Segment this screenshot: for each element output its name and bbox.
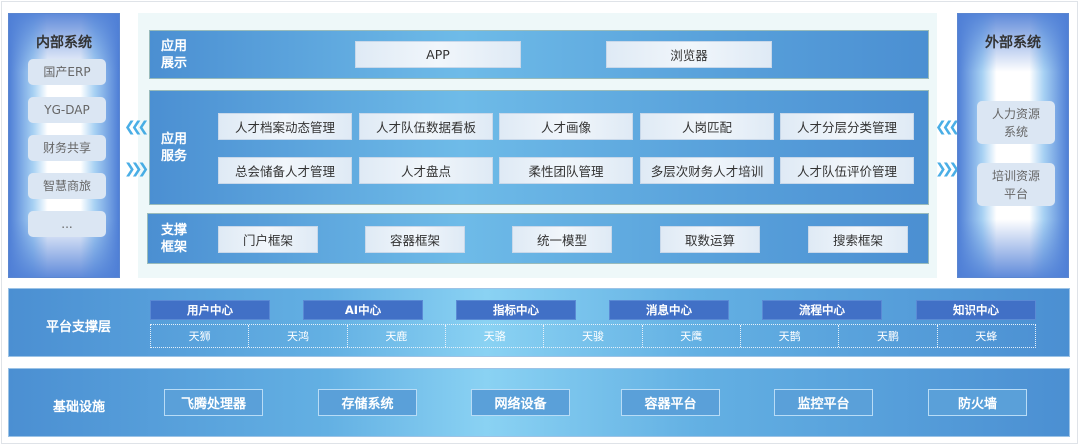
engine-item: 天蜂 [975,330,998,343]
engine-item: 天鹏 [839,325,938,347]
infra-item: 防火墙 [928,389,1027,416]
framework-item: 统一模型 [512,226,612,253]
framework-item: 搜索框架 [808,226,908,253]
framework-item: 容器框架 [365,226,465,253]
platform-layer-label: 平台支撑层 [46,320,112,335]
platform-layer-band: 平台支撑层 [8,288,1070,357]
service-item: 人才盘点 [359,157,493,184]
app-display-app: APP [355,41,521,68]
engine-item: 天鸿 [249,325,348,347]
arrow-left-icon: ❮❮❮ [124,119,149,135]
internal-item-finance: 财务共享 [28,135,106,161]
external-item-hr: 人力资源系统 [977,101,1055,144]
center-ai: AI中心 [303,300,423,320]
arrow-right-icon: ❯❯❯ [124,161,149,177]
engine-item: 天鹊 [741,325,840,347]
app-display-label: 应用展示 [161,39,188,71]
engine-item: 天骆 [446,325,545,347]
engine-row: 天狮 天鸿 天鹿 天骆 天骏 天鹰 天鹊 天鹏 天蜂 [150,324,1036,348]
center-workflow: 流程中心 [762,300,882,320]
internal-item-travel: 智慧商旅 [28,173,106,199]
center-message: 消息中心 [609,300,729,320]
external-systems-title: 外部系统 [985,35,1041,51]
infra-item: 监控平台 [774,389,873,416]
arrow-right-icon: ❯❯❯ [935,161,960,177]
external-systems-panel: 外部系统 人力资源系统 培训资源平台 [957,13,1069,278]
internal-item-ygdap: YG-DAP [28,97,106,123]
center-user: 用户中心 [150,300,270,320]
service-item: 人岗匹配 [640,113,774,140]
service-item: 人才队伍数据看板 [359,113,493,140]
service-item: 人才画像 [499,113,633,140]
engine-item: 天鹿 [348,325,446,347]
app-display-band: 应用展示 [149,30,929,79]
internal-item-more: ... [28,211,106,237]
engine-item: 天狮 [151,325,250,347]
center-metrics: 指标中心 [456,300,576,320]
internal-systems-panel: 内部系统 国产ERP YG-DAP 财务共享 智慧商旅 ... [8,13,120,278]
service-item: 人才队伍评价管理 [780,157,914,184]
center-knowledge: 知识中心 [916,300,1036,320]
service-item: 人才档案动态管理 [218,113,352,140]
framework-item: 取数运算 [660,226,760,253]
arrow-left-icon: ❮❮❮ [935,119,960,135]
infra-item: 存储系统 [318,389,417,416]
service-item: 柔性团队管理 [499,157,633,184]
infrastructure-label: 基础设施 [53,400,106,415]
app-service-band: 应用服务 [149,90,929,205]
external-item-training: 培训资源平台 [977,163,1055,206]
app-service-label: 应用服务 [161,132,188,164]
engine-item: 天鹰 [643,325,741,347]
infra-item: 网络设备 [471,389,570,416]
infra-item: 容器平台 [621,389,720,416]
service-item: 总会储备人才管理 [218,157,352,184]
internal-item-erp: 国产ERP [28,59,106,85]
service-item: 多层次财务人才培训 [640,157,774,184]
app-display-browser: 浏览器 [606,41,772,68]
internal-systems-title: 内部系统 [36,35,92,51]
infra-item: 飞腾处理器 [164,389,263,416]
service-item: 人才分层分类管理 [780,113,914,140]
framework-item: 门户框架 [218,226,318,253]
engine-item: 天骏 [544,325,643,347]
support-framework-label: 支撑框架 [161,223,188,255]
